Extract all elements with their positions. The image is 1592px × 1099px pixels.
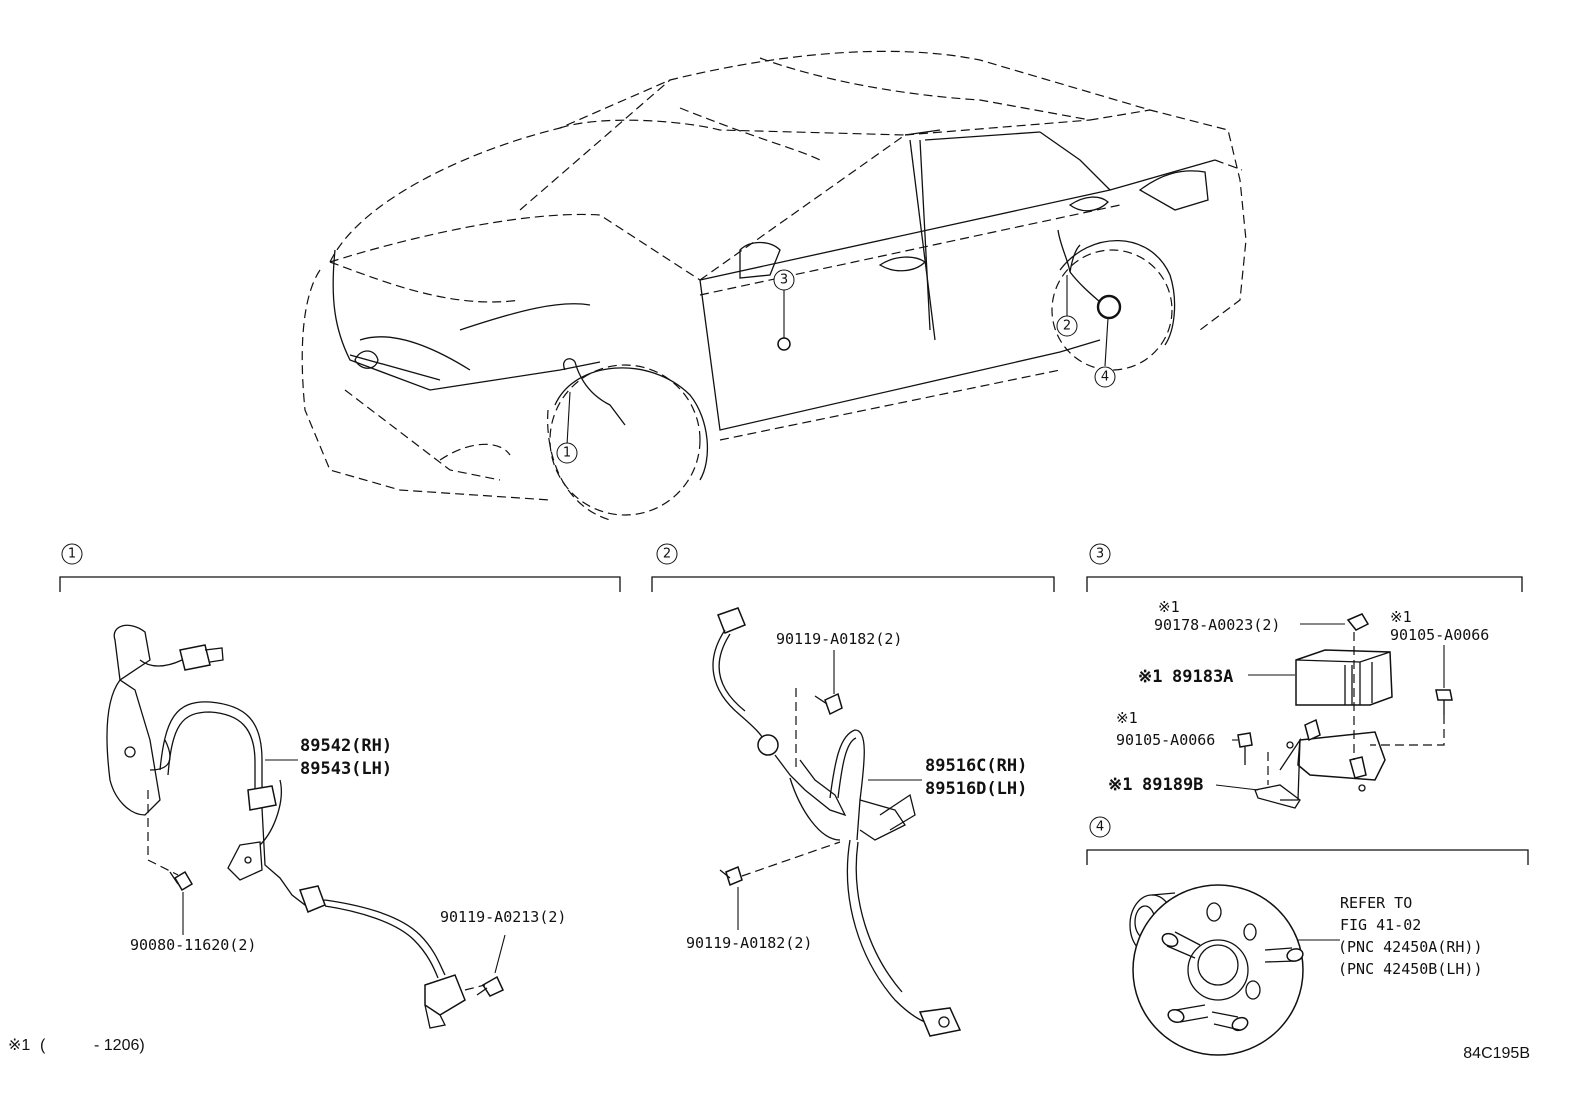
callout-1-overview: 1 [556, 442, 578, 464]
svg-text:※1: ※1 [1390, 608, 1412, 626]
part-90080-11620: 90080-11620(2) [130, 936, 256, 954]
rear-hub-drawing [1129, 884, 1304, 1056]
refer-line-1: REFER TO [1340, 894, 1412, 912]
part-89516d-lh: 89516D(LH) [925, 779, 1027, 799]
svg-text:※1: ※1 [1158, 598, 1180, 616]
section-4-labels: REFER TO FIG 41-02 (PNC 42450A(RH)) (PNC… [1338, 894, 1483, 978]
svg-text:3: 3 [1096, 547, 1104, 562]
diagram-code: 84C195B [1463, 1045, 1530, 1062]
yaw-sensor-drawing [1237, 613, 1453, 809]
svg-text:※1: ※1 [1116, 709, 1138, 727]
svg-text:3: 3 [780, 273, 788, 288]
svg-text:※1: ※1 [1108, 775, 1132, 795]
part-89543-lh: 89543(LH) [300, 759, 392, 779]
part-90178-a0023: 90178-A0023(2) [1154, 616, 1280, 634]
section-3-header: 3 [1086, 543, 1523, 592]
rear-speed-sensor-drawing [712, 607, 962, 1037]
svg-text:2: 2 [663, 547, 671, 562]
section-4-header: 4 [1086, 816, 1529, 865]
svg-text:4: 4 [1101, 370, 1109, 385]
svg-text:1: 1 [68, 547, 76, 562]
section-1-labels: 89542(RH) 89543(LH) 90080-11620(2) 90119… [130, 736, 566, 954]
svg-text:1: 1 [563, 446, 571, 461]
svg-text:4: 4 [1096, 820, 1104, 835]
svg-text:- 1206): - 1206) [94, 1037, 145, 1054]
part-90119-a0213: 90119-A0213(2) [440, 908, 566, 926]
part-90119-a0182-bottom: 90119-A0182(2) [686, 934, 812, 952]
refer-line-2: FIG 41-02 [1340, 916, 1421, 934]
part-89189b: 89189B [1142, 775, 1203, 795]
footnote: ※1 ( - 1206) [8, 1037, 145, 1054]
front-speed-sensor-drawing [106, 624, 504, 1029]
part-89183a: 89183A [1172, 667, 1233, 687]
section-3-labels: ※1 90178-A0023(2) ※1 90105-A0066 ※1 8918… [1108, 598, 1489, 795]
part-89542-rh: 89542(RH) [300, 736, 392, 756]
refer-line-4: (PNC 42450B(LH)) [1338, 960, 1483, 978]
section-2-labels: 90119-A0182(2) 89516C(RH) 89516D(LH) 901… [686, 630, 1027, 952]
part-89516c-rh: 89516C(RH) [925, 756, 1027, 776]
svg-text:(: ( [40, 1037, 46, 1054]
part-90105-a0066-left: 90105-A0066 [1116, 731, 1215, 749]
car-outline [301, 50, 1247, 521]
svg-text:※1: ※1 [8, 1037, 30, 1054]
svg-text:※1: ※1 [1138, 667, 1162, 687]
section-2-header: 2 [651, 543, 1055, 592]
part-90105-a0066-right: 90105-A0066 [1390, 626, 1489, 644]
part-90119-a0182-top: 90119-A0182(2) [776, 630, 902, 648]
section-1-header: 1 [59, 543, 621, 592]
callout-3-overview: 3 [773, 269, 795, 291]
callout-2-overview: 2 [1056, 315, 1078, 337]
svg-text:2: 2 [1063, 319, 1071, 334]
refer-line-3: (PNC 42450A(RH)) [1338, 938, 1483, 956]
callout-4-overview: 4 [1094, 366, 1116, 388]
